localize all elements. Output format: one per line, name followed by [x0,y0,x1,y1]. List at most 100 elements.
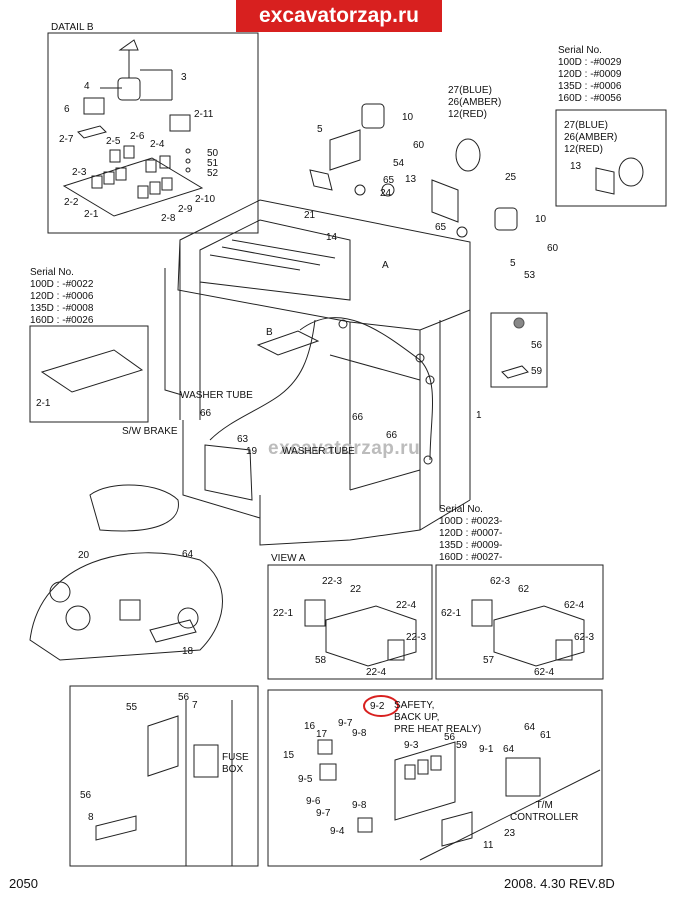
callout-24: 24 [380,188,392,199]
site-banner: excavatorzap.ru [236,0,442,32]
serial-left: Serial No. 100D : -#0022 120D : -#0006 1… [30,267,94,326]
callout-62-1: 62-1 [441,608,462,619]
callout-62-4a: 62-4 [564,600,585,611]
beacon-inset-frame [555,109,667,207]
callout-56a: 56 [531,340,543,351]
callout-21: 21 [304,210,316,221]
callout-19: 19 [246,446,258,457]
callout-64c: 64 [524,722,536,733]
callout-57: 57 [483,655,495,666]
callout-56d: 56 [444,732,456,743]
callout-22-4b: 22-4 [366,667,387,678]
callout-22-3b: 22-3 [406,632,427,643]
callout-52: 52 [207,168,219,179]
callout-8: 8 [88,812,94,823]
callout-7: 7 [192,700,198,711]
watermark: excavatorzap.ru [268,438,421,459]
radio-62 [493,605,585,667]
callout-22: 22 [350,584,362,595]
callout-25: 25 [505,172,517,183]
callout-64b: 64 [503,744,515,755]
detail-b-frame [47,32,259,234]
callout-62-3b: 62-3 [574,632,595,643]
callout-1: 1 [476,410,482,421]
callout-9-5: 9-5 [298,774,313,785]
relay-frame [267,689,603,867]
callout-63: 63 [237,434,249,445]
callout-5a: 5 [317,124,323,135]
page-number: 2050 [9,876,38,891]
callout-2-1: 2-1 [84,209,99,220]
callout-2-3: 2-3 [72,167,87,178]
fuse-box-label: FUSE BOX [222,752,249,775]
switch-panel-2-1 [62,157,204,217]
callout-58: 58 [315,655,327,666]
washer-tube-label-1: WASHER TUBE [180,390,253,401]
fuse-box [193,744,219,778]
radio-22 [325,605,417,667]
beacon-colors-inset: 27(BLUE) 26(AMBER) 12(RED) [564,120,618,155]
callout-9-1: 9-1 [479,744,494,755]
beacon-colors: 27(BLUE) 26(AMBER) 12(RED) [448,85,502,120]
callout-9-4: 9-4 [330,826,345,837]
view-a-right-frame [435,564,604,680]
dashboard-panel [29,552,223,661]
callout-9-7a: 9-7 [338,718,353,729]
callout-60a: 60 [413,140,425,151]
callout-51: 51 [207,158,219,169]
relay-bracket [394,741,456,821]
callout-B: B [266,327,273,338]
dashboard-cover [89,484,179,532]
callout-64a: 64 [182,549,194,560]
callout-10a: 10 [402,112,414,123]
callout-22-1: 22-1 [273,608,294,619]
callout-9-8a: 9-8 [352,728,367,739]
callout-62-3a: 62-3 [490,576,511,587]
work-lamp-10a [361,103,385,129]
fastener-inset-frame [490,312,548,388]
callout-2-5: 2-5 [106,136,121,147]
callout-13a: 13 [405,174,417,185]
bracket-7 [147,715,179,777]
callout-65b: 65 [435,222,447,233]
callout-2-8: 2-8 [161,213,176,224]
callout-13b: 13 [570,161,582,172]
callout-9-7b: 9-7 [316,808,331,819]
callout-66c: 66 [386,430,398,441]
callout-59a: 59 [531,366,543,377]
callout-11: 11 [483,840,494,851]
beacon-lamp [455,138,481,172]
washer-tube-label-2: WASHER TUBE [282,446,355,457]
callout-9-3: 9-3 [404,740,419,751]
callout-A: A [382,260,389,271]
callout-16: 16 [304,721,316,732]
relay-note: SAFETY, BACK UP, PRE HEAT REALY) [394,700,482,735]
fuse-box-frame [69,685,259,867]
cabin-frame [164,199,471,546]
revision: 2008. 4.30 REV.8D [504,876,615,891]
callout-2-1b: 2-1 [36,398,51,409]
callout-2-10: 2-10 [195,194,216,205]
callout-2-11: 2-11 [194,109,214,120]
callout-17: 17 [316,729,328,740]
highlight-9-2 [363,695,399,717]
callout-50: 50 [207,148,219,159]
callout-4: 4 [84,81,90,92]
key-switch [117,77,141,101]
serial-mid-right: Serial No. 100D : #0023- 120D : #0007- 1… [439,504,503,563]
detail-b-title: DATAIL B [51,22,94,33]
callout-2-4: 2-4 [150,139,165,150]
callout-56b: 56 [178,692,190,703]
callout-66a: 66 [200,408,212,419]
view-a-title: VIEW A [271,553,306,564]
callout-6: 6 [64,104,70,115]
callout-23: 23 [504,828,516,839]
callout-59b: 59 [456,740,468,751]
panel-switches [91,145,173,199]
callout-2-7: 2-7 [59,134,74,145]
callout-3: 3 [181,72,187,83]
view-a-left-frame [267,564,433,680]
callout-62: 62 [518,584,530,595]
callout-5b: 5 [510,258,516,269]
callout-60b: 60 [547,243,559,254]
